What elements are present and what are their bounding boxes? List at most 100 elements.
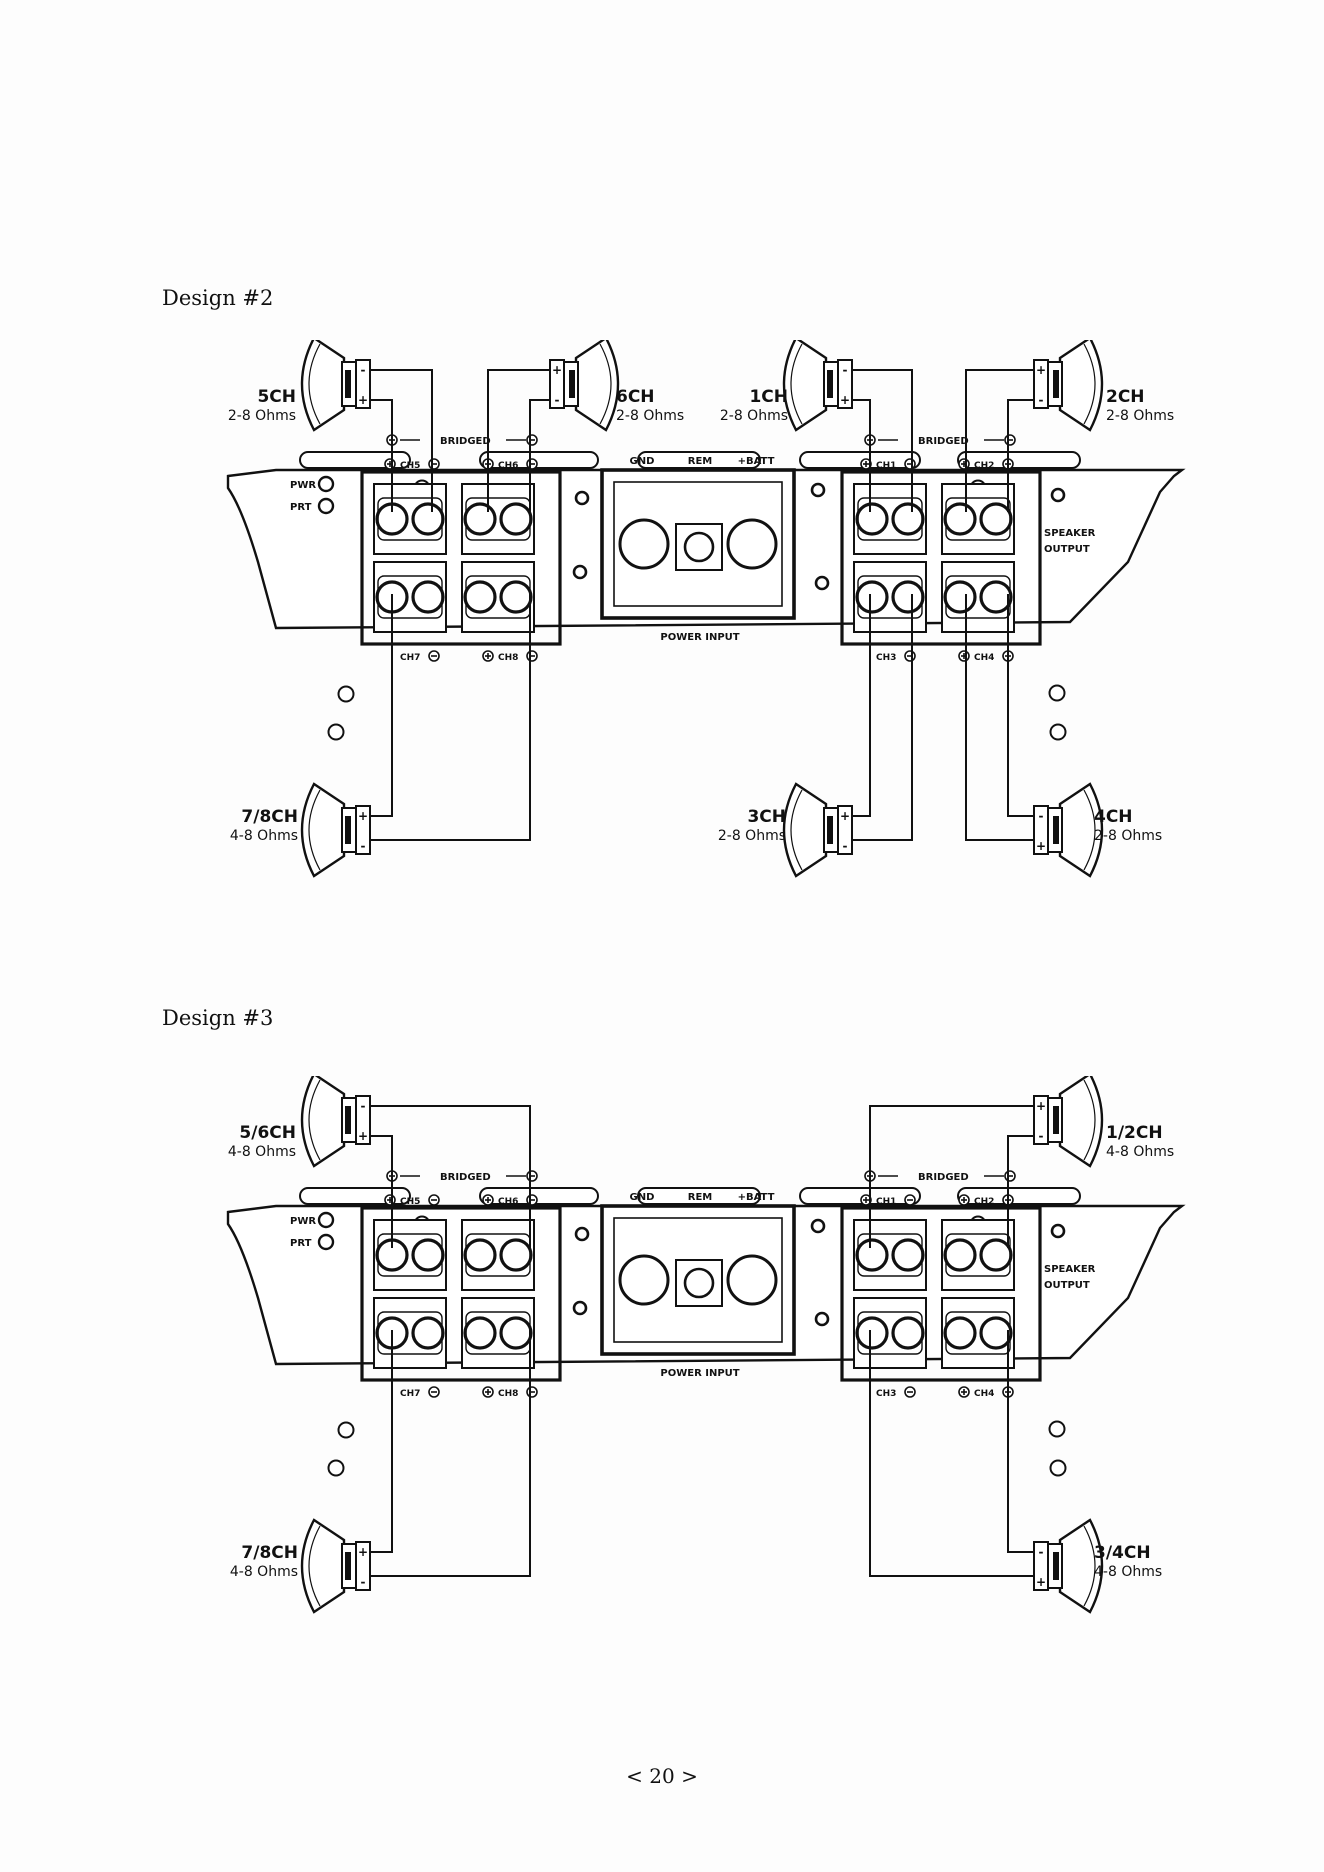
speaker-wire [370, 1330, 393, 1553]
rem-terminal [683, 1267, 715, 1299]
bridged-label-right: BRIDGED [918, 436, 969, 447]
mount-hole [327, 1459, 345, 1477]
screw-hole [572, 1300, 588, 1316]
rem-label: REM [688, 456, 713, 467]
batt-label: +BATT [738, 1192, 775, 1203]
mount-hole [337, 1421, 355, 1439]
speaker-output-label: OUTPUT [1044, 1280, 1090, 1291]
bridged-label-right: BRIDGED [918, 1172, 969, 1183]
mount-hole [337, 685, 355, 703]
speaker-wire [529, 399, 552, 512]
mount-hole [1049, 1459, 1067, 1477]
speaker-wire [370, 399, 393, 512]
vent-slot [479, 1187, 599, 1205]
screw-hole [1050, 487, 1066, 503]
prt-led [317, 497, 335, 515]
svg-text:+: + [358, 393, 368, 407]
svg-text:-: - [1039, 1545, 1044, 1559]
mount-hole [1048, 1420, 1066, 1438]
svg-text:-: - [843, 839, 848, 853]
right-terminal-frame [840, 470, 1042, 646]
speaker-wire [370, 594, 393, 817]
mount-hole [1049, 723, 1067, 741]
speaker-name-2ch: 2CH [1106, 387, 1145, 407]
speaker-output-label: SPEAKER [1044, 528, 1096, 539]
speaker-wire [852, 594, 871, 817]
speaker-name-4ch: 4CH [1094, 807, 1133, 827]
speaker-ohms-1ch: 2-8 Ohms [720, 408, 788, 424]
left-terminal-frame [360, 1206, 562, 1382]
ch1-label: CH1 [876, 461, 896, 471]
gnd-label: GND [630, 456, 655, 467]
wiring [370, 369, 1036, 841]
speaker-output-label: OUTPUT [1044, 544, 1090, 555]
vent-slot [299, 451, 411, 469]
left-terminal-frame [360, 470, 562, 646]
speaker-1ch: -+ [782, 340, 853, 432]
speaker-ohms-5ch: 2-8 Ohms [228, 408, 296, 424]
speaker-ohms-56ch: 4-8 Ohms [228, 1144, 296, 1160]
ch6-label: CH6 [498, 1197, 518, 1207]
speaker-ohms-3ch: 2-8 Ohms [718, 828, 786, 844]
gnd-terminal [618, 1254, 670, 1306]
speaker-output-label: SPEAKER [1044, 1264, 1096, 1275]
speaker-wire [965, 594, 1036, 841]
speaker-6ch: +- [549, 340, 620, 432]
speaker-wire [1007, 1135, 1036, 1248]
svg-text:+: + [1036, 1575, 1046, 1589]
page-number: < 20 > [626, 1764, 698, 1788]
speaker-wire [1007, 399, 1036, 512]
svg-text:-: - [361, 1099, 366, 1113]
vent-slot [799, 1187, 921, 1205]
vent-slot [637, 451, 761, 469]
pwr-label: PWR [290, 480, 316, 491]
speaker-wire [370, 594, 531, 841]
wiring [370, 1105, 1036, 1577]
svg-text:+: + [1036, 1099, 1046, 1113]
ch3-label: CH3 [876, 653, 896, 663]
speaker-wire [965, 369, 1036, 512]
speaker-4ch: -+ [1033, 782, 1104, 878]
speaker-ohms-78ch-b: 4-8 Ohms [230, 1564, 298, 1580]
ch6-label: CH6 [498, 461, 518, 471]
prt-led [317, 1233, 335, 1251]
svg-text:-: - [361, 1575, 366, 1589]
ch1-label: CH1 [876, 1197, 896, 1207]
mount-hole [1048, 684, 1066, 702]
speaker-wire [869, 1330, 1036, 1577]
speaker-name-34ch: 3/4CH [1094, 1543, 1151, 1563]
speaker-wire [370, 369, 433, 512]
bridged-label-left: BRIDGED [440, 436, 491, 447]
svg-text:-: - [361, 839, 366, 853]
speaker-78ch-b: +- [300, 1518, 371, 1614]
ch8-label: CH8 [498, 1389, 518, 1399]
rem-label: REM [688, 1192, 713, 1203]
speaker-78ch: +- [300, 782, 371, 878]
speaker-wire [487, 369, 552, 512]
svg-text:+: + [552, 363, 562, 377]
svg-text:-: - [843, 363, 848, 377]
speaker-ohms-12ch: 4-8 Ohms [1106, 1144, 1174, 1160]
speaker-ohms-6ch: 2-8 Ohms [616, 408, 684, 424]
svg-text:-: - [1039, 1129, 1044, 1143]
right-terminal-frame [840, 1206, 1042, 1382]
speaker-wire [852, 399, 871, 512]
svg-text:-: - [1039, 393, 1044, 407]
ch2-label: CH2 [974, 1197, 994, 1207]
vent-slot [957, 451, 1081, 469]
speaker-name-6ch: 6CH [616, 387, 655, 407]
svg-text:-: - [1039, 809, 1044, 823]
speaker-34ch: -+ [1033, 1518, 1104, 1614]
screw-hole [1050, 1223, 1066, 1239]
ch5-label: CH5 [400, 1197, 420, 1207]
ch2-label: CH2 [974, 461, 994, 471]
speaker-wire [1007, 1330, 1036, 1553]
speaker-name-12ch: 1/2CH [1106, 1123, 1163, 1143]
rem-terminal [683, 531, 715, 563]
speaker-ohms-2ch: 2-8 Ohms [1106, 408, 1174, 424]
speaker-5ch: -+ [300, 340, 371, 432]
svg-text:+: + [1036, 363, 1046, 377]
speaker-name-78ch-b: 7/8CH [241, 1543, 298, 1563]
